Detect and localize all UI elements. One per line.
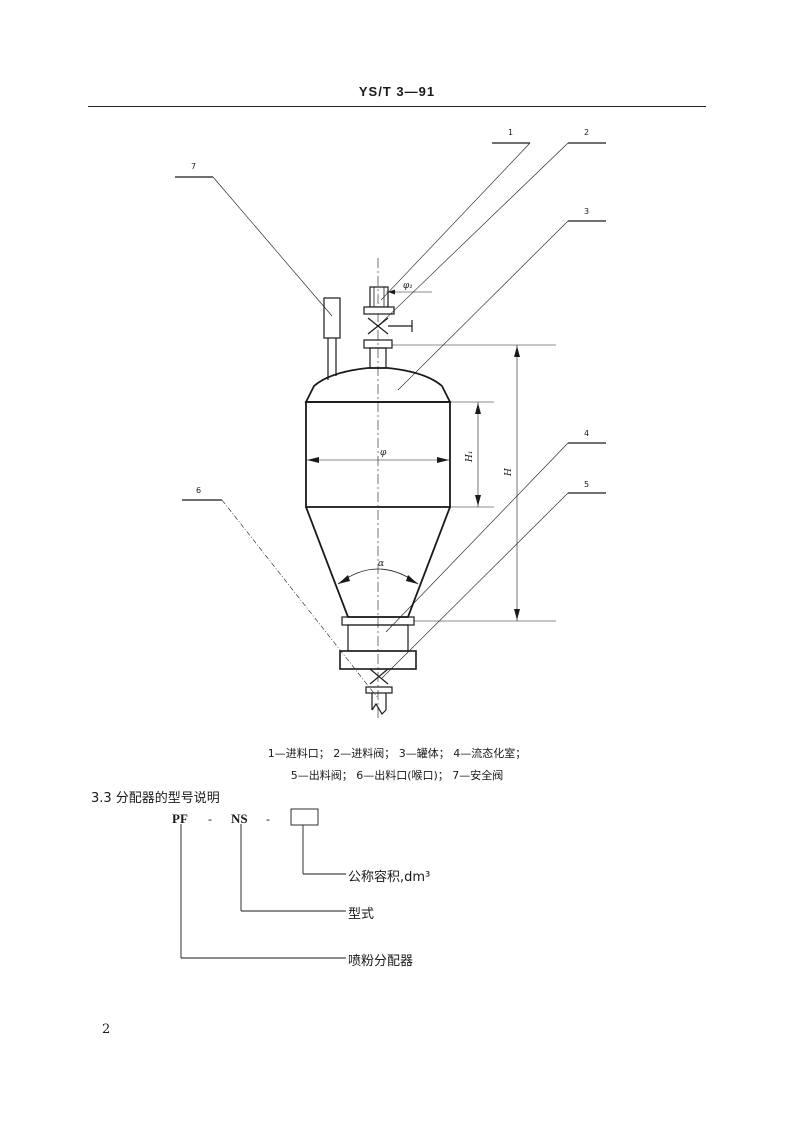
dim-phi-label: φ xyxy=(380,448,387,458)
leader-7 xyxy=(212,176,333,317)
callout-6: 6 xyxy=(196,486,201,495)
dim-h1-label: H₁ xyxy=(465,451,475,463)
leader-3 xyxy=(397,220,569,391)
section-title: 3.3 分配器的型号说明 xyxy=(91,791,220,806)
header-rule xyxy=(88,106,706,107)
tank-cylinder xyxy=(305,401,451,508)
dim-h1-arrow xyxy=(475,403,481,414)
leader-4 xyxy=(385,442,569,633)
dim-alpha-label: α xyxy=(378,559,384,569)
fluidization-base xyxy=(339,650,417,670)
leader-6 xyxy=(221,499,378,698)
leader-2 xyxy=(377,142,569,327)
dim-phi-arrow xyxy=(307,457,319,463)
callout-3: 3 xyxy=(584,207,589,216)
callout-1: 1 xyxy=(508,128,513,137)
page-header: YS/T 3—91 xyxy=(0,84,794,99)
model-code-ns: NS xyxy=(231,811,248,826)
dim-h1-arrow xyxy=(475,495,481,506)
figure-caption-line-2: 5—出料阀； 6—出料口(喉口)； 7—安全阀 xyxy=(290,769,504,782)
inlet-flange xyxy=(363,306,395,315)
dim-phi1-label: φ₁ xyxy=(403,281,413,291)
inlet-body xyxy=(369,286,389,308)
dim-alpha-arrow xyxy=(406,575,418,584)
dim-h-arrow xyxy=(514,346,520,357)
page-number: 2 xyxy=(102,1022,111,1037)
dim-alpha-arrow xyxy=(338,575,350,584)
leader-1 xyxy=(380,142,531,301)
model-code-pf: PF xyxy=(172,811,188,826)
leader-5 xyxy=(381,492,569,679)
callout-4: 4 xyxy=(584,429,589,438)
capacity-box xyxy=(290,808,319,826)
label-spray-distributor: 喷粉分配器 xyxy=(348,954,414,969)
model-separator: - xyxy=(266,812,270,826)
outlet-flange xyxy=(365,686,393,694)
model-separator: - xyxy=(208,812,212,826)
dim-h-arrow xyxy=(514,609,520,620)
tank-dome xyxy=(304,367,452,403)
figure-caption-line-1: 1—进料口； 2—进料阀； 3—罐体； 4—流态化室； xyxy=(267,747,527,760)
callout-7: 7 xyxy=(191,162,196,171)
dim-phi-arrow xyxy=(437,457,449,463)
callout-2: 2 xyxy=(584,128,589,137)
callout-5: 5 xyxy=(584,480,589,489)
outlet-valve xyxy=(369,668,389,685)
label-nominal-capacity: 公称容积,dm³ xyxy=(348,870,431,885)
dim-h-label: H xyxy=(504,468,514,477)
label-type: 型式 xyxy=(348,907,375,922)
dim-phi1-arrow xyxy=(388,289,395,295)
outlet-break xyxy=(371,702,387,715)
standard-code: YS/T 3—91 xyxy=(358,84,436,99)
safety-valve-body xyxy=(323,297,341,339)
